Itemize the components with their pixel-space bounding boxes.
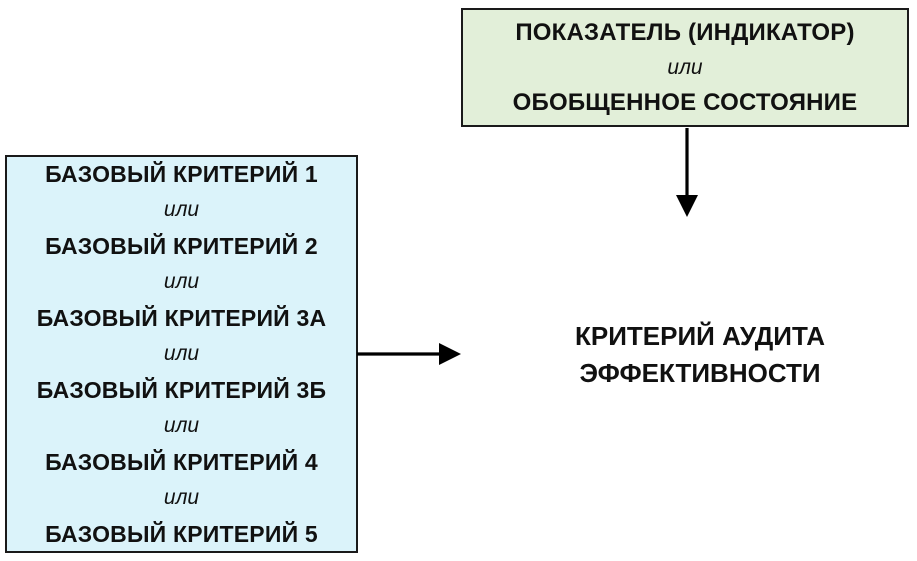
criteria-or-connector: или [163, 486, 200, 509]
result-line-2: ЭФФЕКТИВНОСТИ [579, 358, 821, 388]
indicator-box: ПОКАЗАТЕЛЬ (ИНДИКАТОР) или ОБОБЩЕННОЕ СО… [461, 8, 909, 127]
criteria-or-connector: или [163, 342, 200, 365]
criteria-item-1: БАЗОВЫЙ КРИТЕРИЙ 1 [45, 161, 318, 187]
criteria-item-3a: БАЗОВЫЙ КРИТЕРИЙ 3А [36, 305, 327, 331]
criteria-or-connector: или [163, 198, 200, 221]
criteria-box: БАЗОВЫЙ КРИТЕРИЙ 1 или БАЗОВЫЙ КРИТЕРИЙ … [5, 155, 358, 553]
criteria-item-2: БАЗОВЫЙ КРИТЕРИЙ 2 [45, 233, 318, 259]
result-label: КРИТЕРИЙ АУДИТА ЭФФЕКТИВНОСТИ [540, 318, 860, 392]
indicator-or-connector: или [667, 56, 703, 79]
criteria-or-connector: или [163, 270, 200, 293]
criteria-item-4: БАЗОВЫЙ КРИТЕРИЙ 4 [45, 449, 318, 475]
criteria-or-connector: или [163, 414, 200, 437]
result-line-1: КРИТЕРИЙ АУДИТА [575, 321, 825, 351]
criteria-item-5: БАЗОВЫЙ КРИТЕРИЙ 5 [45, 521, 318, 547]
criteria-item-3b: БАЗОВЫЙ КРИТЕРИЙ 3Б [36, 377, 327, 403]
indicator-line-2: ОБОБЩЕННОЕ СОСТОЯНИЕ [512, 89, 858, 116]
arrow-right-icon [357, 343, 461, 365]
arrow-down-icon [676, 128, 698, 217]
indicator-line-1: ПОКАЗАТЕЛЬ (ИНДИКАТОР) [515, 19, 855, 46]
